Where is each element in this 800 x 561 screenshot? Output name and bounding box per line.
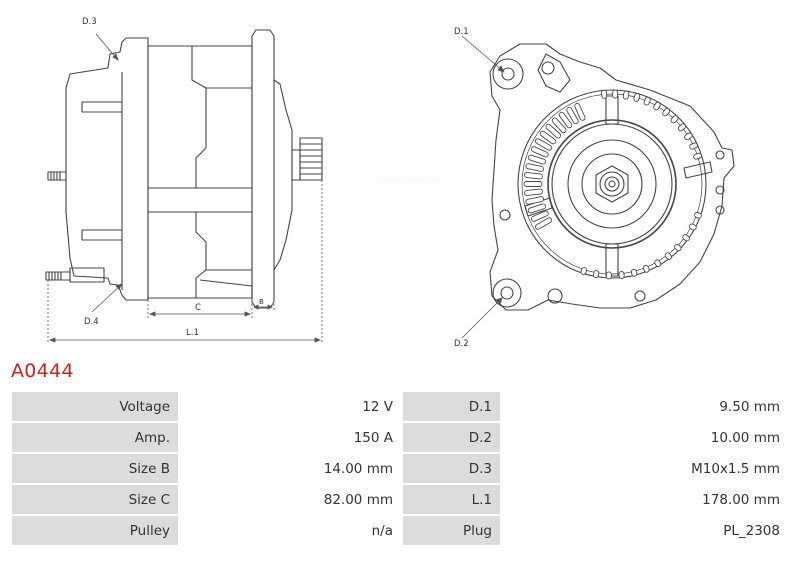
vent-slot — [643, 96, 651, 106]
spec-label: D.2 — [403, 423, 500, 452]
label-d3: D.3 — [82, 17, 97, 27]
front-outline — [489, 43, 735, 311]
vent-slot — [682, 234, 690, 242]
spec-label: Size C — [12, 485, 178, 514]
pulley-shaft — [291, 137, 323, 181]
vent-slot — [605, 271, 612, 280]
vent-slot — [633, 93, 641, 102]
vent-slot — [688, 223, 697, 231]
vent-slot — [654, 259, 662, 268]
spec-label: Pulley — [12, 516, 178, 545]
spec-value: n/a — [180, 516, 401, 545]
spec-value: M10x1.5 mm — [502, 454, 788, 483]
vent-slot — [535, 217, 553, 230]
spec-label: Size B — [12, 454, 178, 483]
rear-housing — [65, 37, 149, 301]
vent-slot — [601, 89, 608, 99]
mount-ear-bottom — [492, 278, 522, 308]
spec-value: 9.50 mm — [502, 392, 788, 421]
spec-value: 82.00 mm — [180, 485, 401, 514]
spec-value: 150 A — [180, 423, 401, 452]
front-view-dimensions — [461, 35, 505, 339]
vent-slot — [677, 123, 687, 132]
vent-slot — [574, 102, 586, 121]
terminal-stud — [47, 171, 67, 181]
side-view-dimensions — [47, 33, 323, 344]
vent-slot — [612, 89, 619, 99]
rear-housing-slot-bottom — [81, 229, 122, 241]
vent-slot — [689, 142, 698, 150]
vent-slot — [693, 152, 702, 160]
label-d4: D.4 — [84, 317, 99, 327]
vent-slot — [530, 210, 549, 222]
vent-slot — [530, 146, 549, 158]
vent-slot — [566, 107, 579, 125]
spec-value: 14.00 mm — [180, 454, 401, 483]
label-d2: D.2 — [454, 339, 469, 349]
spec-label: Plug — [403, 516, 500, 545]
spec-value: PL_2308 — [502, 516, 788, 545]
rear-housing-slot-top — [81, 101, 122, 113]
vent-slot — [664, 252, 672, 260]
mount-ear-top — [492, 58, 524, 90]
vent-slot — [630, 268, 638, 277]
label-l1: L.1 — [186, 328, 199, 338]
center-nut — [595, 165, 629, 203]
vent-slot — [525, 196, 545, 205]
spec-value: 10.00 mm — [502, 423, 788, 452]
vent-slot — [551, 117, 567, 134]
spec-table: Voltage 12 V D.1 9.50 mm Amp. 150 A D.2 … — [10, 390, 790, 547]
spec-value: 12 V — [180, 392, 401, 421]
vent-slot — [527, 203, 546, 214]
vent-slot — [622, 90, 630, 100]
table-row: Pulley n/a Plug PL_2308 — [12, 516, 788, 545]
vent-slot — [580, 267, 587, 275]
label-b: B — [259, 298, 264, 306]
ventilation-slots — [523, 89, 702, 280]
vent-slot — [662, 107, 671, 117]
front-housing — [251, 29, 275, 309]
table-row: Size C 82.00 mm L.1 178.00 mm — [12, 485, 788, 514]
vent-slot — [670, 115, 679, 124]
spec-label: D.1 — [403, 392, 500, 421]
table-row: Amp. 150 A D.2 10.00 mm — [12, 423, 788, 452]
front-view — [489, 43, 735, 311]
label-d1: D.1 — [454, 27, 469, 37]
alternator-technical-drawing: D.3 D.4 C B L.1 — [45, 17, 735, 349]
vent-slot — [525, 163, 545, 172]
vent-slot — [558, 111, 573, 129]
stator-body — [147, 45, 207, 189]
vent-slot — [674, 243, 682, 252]
spec-label: L.1 — [403, 485, 500, 514]
vent-slot — [524, 188, 543, 196]
spec-label: Amp. — [12, 423, 178, 452]
vent-slot — [524, 172, 543, 180]
label-c: C — [195, 303, 201, 313]
part-number: A0444 — [11, 360, 74, 382]
vent-slot — [527, 154, 546, 165]
vent-slot — [653, 101, 661, 111]
lower-bolt — [45, 267, 105, 283]
vent-slot — [539, 130, 557, 145]
vent-slot — [545, 123, 562, 139]
side-view — [45, 29, 323, 309]
vent-slot — [523, 181, 543, 187]
spec-value: 178.00 mm — [502, 485, 788, 514]
vent-slot — [535, 138, 553, 151]
vent-slot — [592, 270, 600, 279]
vent-slot — [618, 271, 625, 279]
table-row: Voltage 12 V D.1 9.50 mm — [12, 392, 788, 421]
vent-slot — [694, 212, 702, 219]
spec-label: Voltage — [12, 392, 178, 421]
table-row: Size B 14.00 mm D.3 M10x1.5 mm — [12, 454, 788, 483]
spec-label: D.3 — [403, 454, 500, 483]
vent-slot — [642, 264, 650, 273]
vent-slot — [684, 132, 693, 141]
